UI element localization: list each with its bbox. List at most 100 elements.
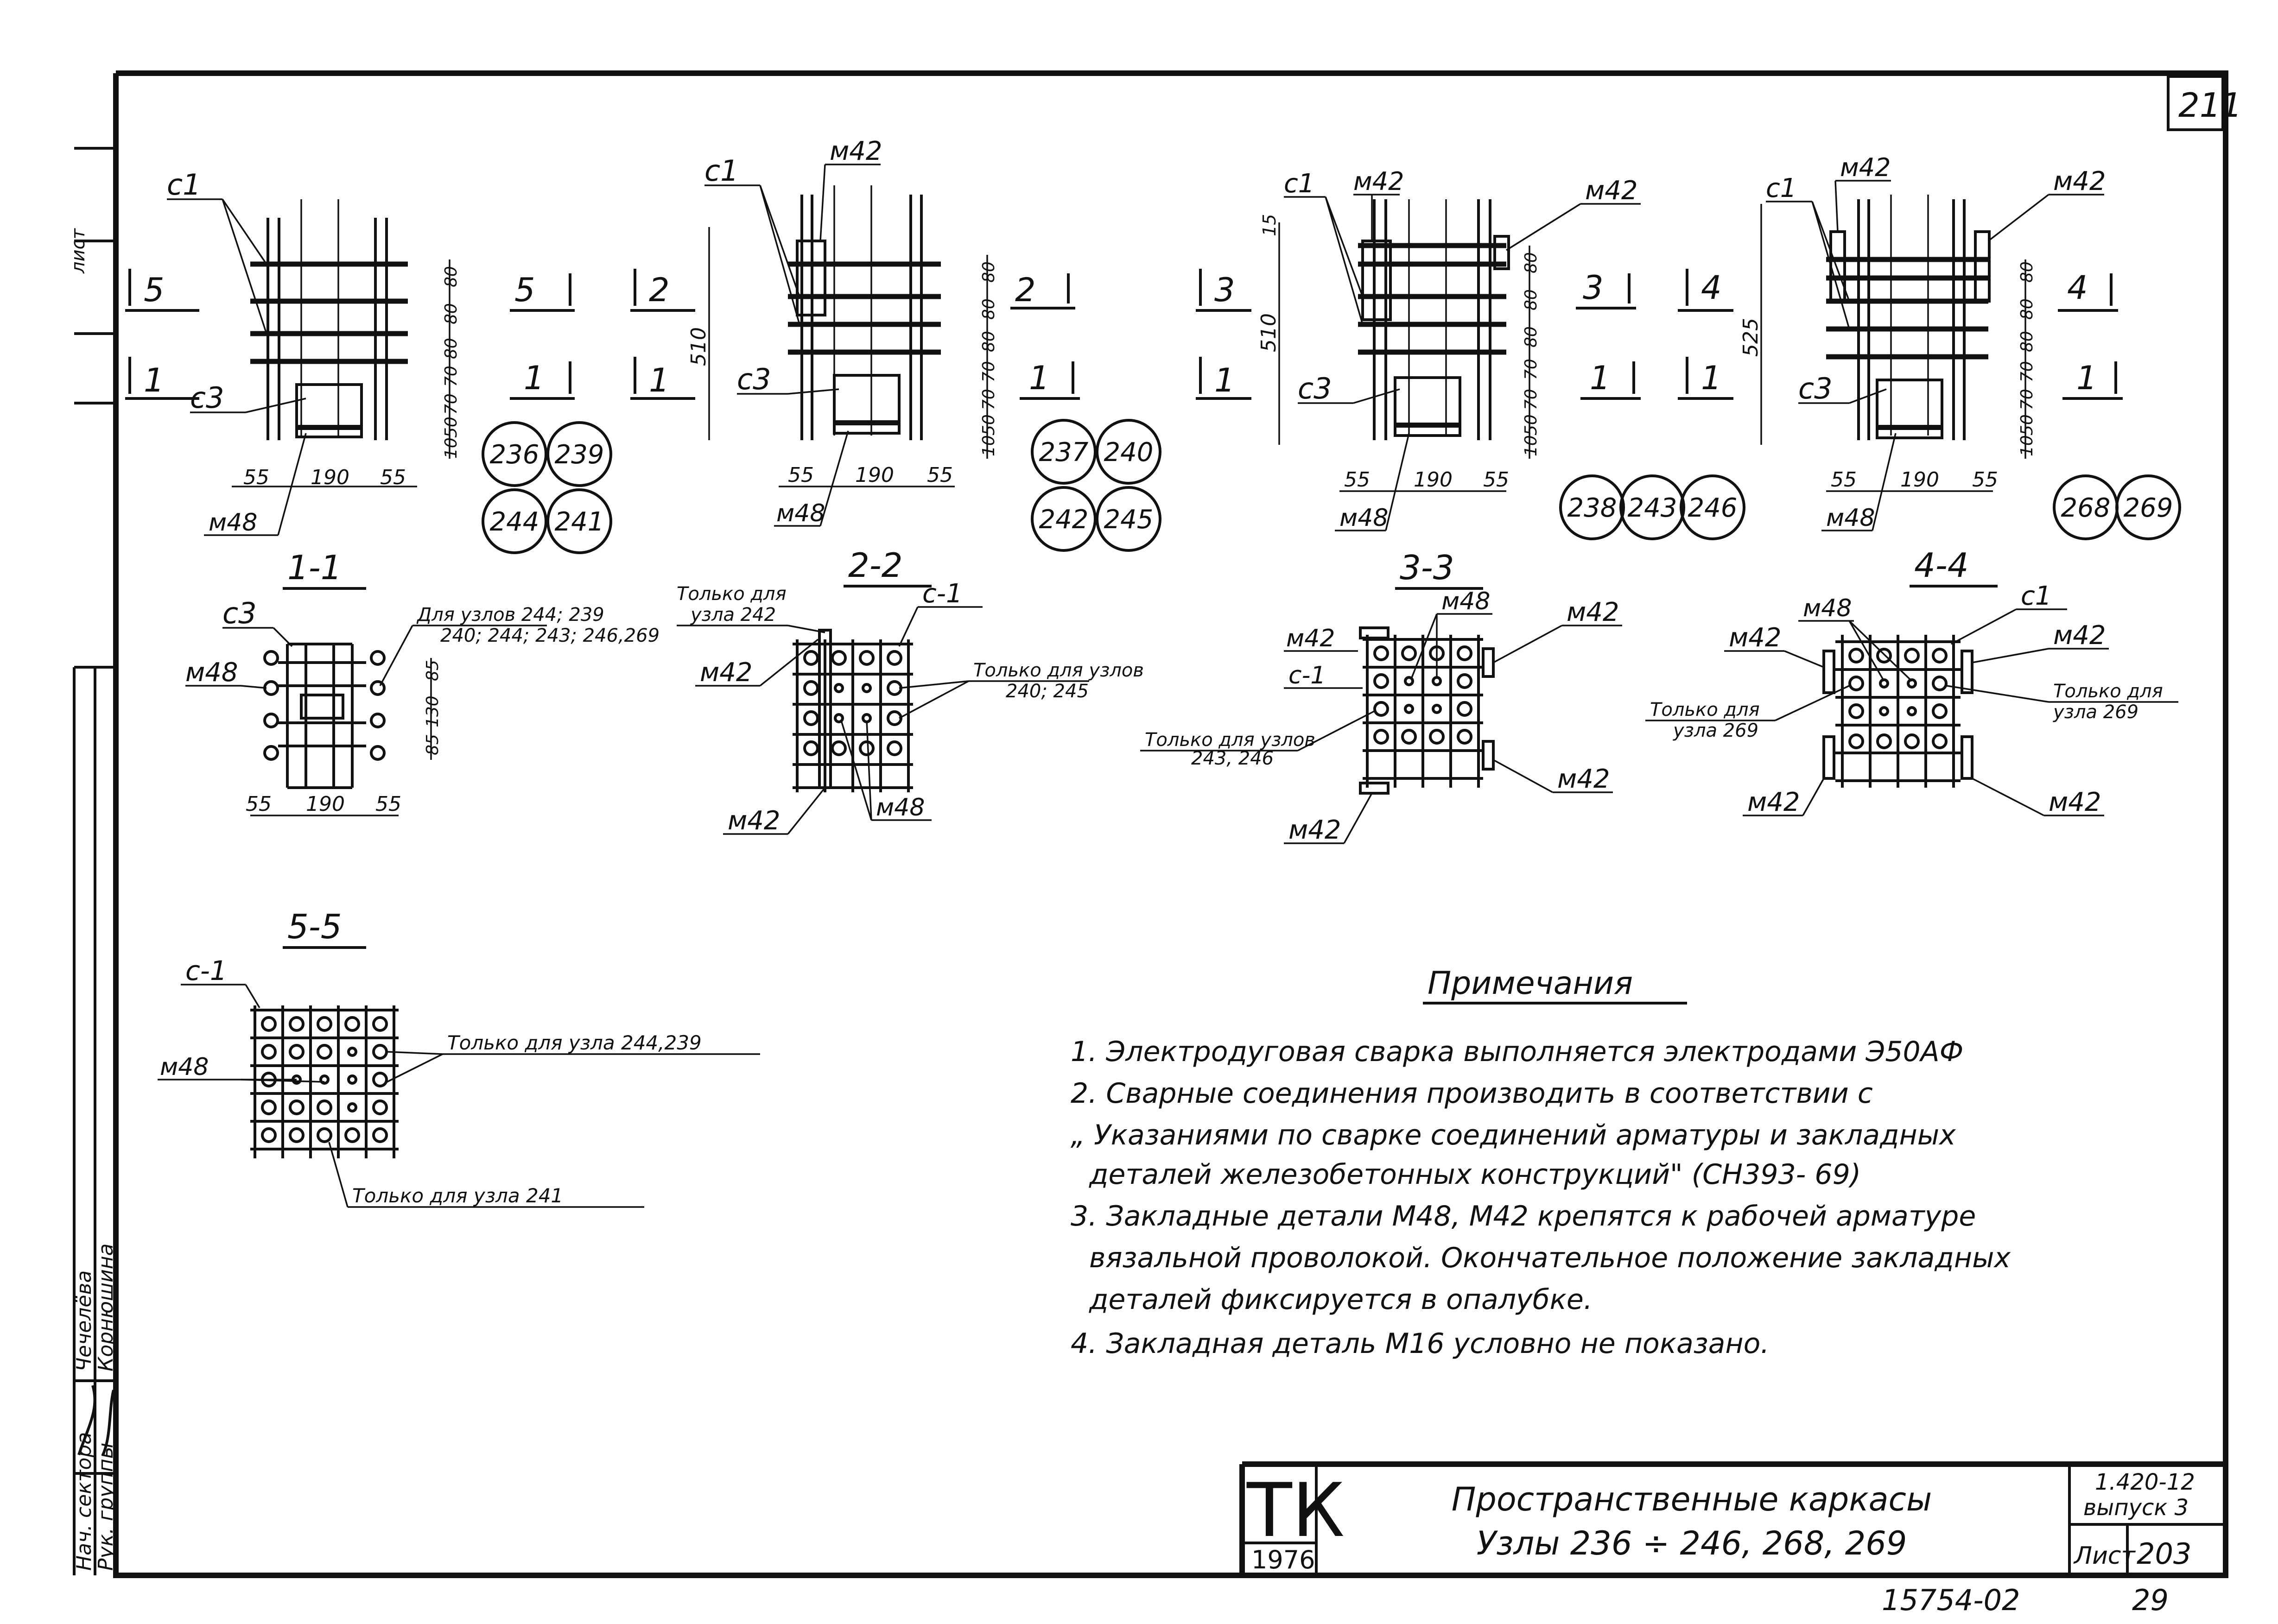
sec22-c1: с-1	[922, 579, 963, 609]
e2-callout-c1: с1	[704, 154, 739, 188]
elevation-3	[1278, 199, 1530, 459]
sec22-only242: Только для	[677, 583, 787, 605]
e1-node-circles	[482, 421, 612, 554]
sec44-m42c: м42	[1747, 787, 1800, 817]
node-236: 236	[490, 440, 539, 470]
section-title-2-2: 2-2	[848, 546, 903, 585]
note-line-5: 3. Закладные детали М48, М42 крепятся к …	[1071, 1200, 1976, 1232]
left-strip	[73, 147, 116, 1575]
e3-callout-c1: с1	[1284, 169, 1314, 199]
sec44-m42a: м42	[1729, 623, 1782, 653]
node-243: 243	[1628, 493, 1677, 523]
e2-dim-5: 70	[979, 389, 998, 410]
e4-section-num-4: 4	[1701, 269, 1722, 307]
e2-callout-m48: м48	[776, 499, 825, 527]
e2-section-num-1: 1	[649, 361, 670, 399]
e1-section-num-1r: 1	[524, 359, 545, 397]
e1-section-num-5: 5	[144, 271, 165, 309]
sec22-only240: Только для узлов	[973, 660, 1144, 681]
logo-year: 1976	[1251, 1545, 1315, 1574]
sheet-label: Лист	[2073, 1542, 2136, 1570]
e2-callout-m42: м42	[830, 136, 882, 166]
sec44-m42d: м42	[2049, 787, 2101, 817]
e4-dim-4: 70	[2018, 361, 2037, 382]
e3-dim-5: 70	[1522, 389, 1541, 410]
left-strip-label: лист	[68, 227, 89, 274]
sheet-frame	[113, 70, 2228, 1578]
issue-number: выпуск 3	[2083, 1495, 2189, 1521]
e4-section-num-4r: 4	[2067, 269, 2088, 307]
e3-dim-6: 50	[1522, 414, 1541, 436]
sheet-corner-number: 211	[2178, 86, 2242, 125]
sec33-m42b: м42	[1567, 597, 1619, 627]
e1-section-num-1: 1	[144, 361, 165, 399]
e4-callout-m48: м48	[1826, 504, 1875, 532]
e1-callout-m48: м48	[209, 509, 257, 537]
sec11-dim-h1: 55	[246, 792, 272, 816]
drawing-title-2: Узлы 236 ÷ 246, 268, 269	[1477, 1524, 1907, 1562]
sec11-note1: Для узлов 244; 239	[416, 604, 604, 626]
e2-dim-3: 80	[979, 331, 998, 352]
e4-dim-1: 80	[2018, 261, 2037, 283]
e3-dim-2: 80	[1522, 289, 1541, 310]
e2-section-num-2r: 2	[1015, 271, 1036, 309]
e3-dim-b2: 190	[1414, 468, 1453, 492]
sec11-dim-v1: 85	[423, 660, 442, 681]
e4-node-circles	[2053, 474, 2181, 540]
elevation-1	[250, 199, 408, 440]
section-title-3-3: 3-3	[1400, 548, 1454, 587]
sec22-m48: м48	[876, 794, 925, 821]
section-title-4-4: 4-4	[1914, 546, 1969, 585]
e3-section-num-1r: 1	[1590, 359, 1611, 397]
e3-section-num-3: 3	[1214, 271, 1235, 309]
sec11-dim-h3: 55	[375, 792, 401, 816]
e2-dim-4: 70	[979, 361, 998, 382]
logo-tk: ТК	[1246, 1467, 1345, 1554]
e1-dim-2: 80	[442, 303, 461, 324]
role-group-head: Рук. группы	[94, 1443, 118, 1571]
node-269: 269	[2124, 493, 2173, 523]
sec33-c1: с-1	[1288, 662, 1326, 689]
note-line-4: деталей железобетонных конструкций" (СН3…	[1089, 1158, 1861, 1191]
e3-callout-m42b: м42	[1585, 176, 1638, 206]
title-block	[1239, 1461, 2226, 1575]
e4-callout-c1: с1	[1766, 173, 1796, 203]
node-245: 245	[1104, 505, 1154, 535]
sec55-m48: м48	[160, 1053, 209, 1081]
section-5-5-grid	[250, 1005, 399, 1158]
e2-dim-b3: 55	[927, 463, 953, 487]
sec44-c1: с1	[2021, 581, 2051, 611]
sec44-onlyRb: узла 269	[2053, 701, 2138, 723]
sec33-only: Только для узлов	[1145, 729, 1315, 751]
sheet-number: 203	[2137, 1537, 2191, 1571]
e3-dim-7: 10	[1522, 435, 1541, 456]
note-line-8: 4. Закладная деталь М16 условно не показ…	[1071, 1327, 1769, 1360]
node-240: 240	[1104, 437, 1154, 468]
e4-dim-2: 80	[2018, 298, 2037, 320]
e4-callout-m42b: м42	[2053, 166, 2106, 196]
elevation-2	[708, 185, 988, 459]
sec44-m42b: м42	[2053, 620, 2106, 651]
e2-dim-2: 80	[979, 298, 998, 320]
e4-callout-m42a: м42	[1840, 153, 1891, 182]
role-sector-head: Нач. сектора	[72, 1432, 96, 1571]
drawing-title-1: Пространственные каркасы	[1452, 1480, 1932, 1518]
e4-callout-c3: с3	[1798, 372, 1833, 405]
sec33-m42a: м42	[1286, 625, 1335, 652]
e1-section-num-5r: 5	[514, 271, 535, 309]
e1-dim-b1: 55	[243, 466, 269, 489]
sec22-only240b: 240; 245	[1006, 681, 1089, 702]
e3-height: 510	[1257, 313, 1281, 352]
e2-height: 510	[687, 327, 711, 366]
note-line-6: вязальной проволокой. Окончательное поло…	[1089, 1242, 2011, 1274]
signatures	[77, 1385, 115, 1456]
e3-dim-4: 70	[1522, 359, 1541, 380]
node-246: 246	[1688, 493, 1738, 523]
e2-dim-b2: 190	[855, 463, 894, 487]
sec44-onlyLb: узла 269	[1673, 720, 1758, 741]
e4-dim-5: 70	[2018, 389, 2037, 410]
e4-dim-6: 50	[2018, 414, 2037, 436]
node-244: 244	[490, 507, 539, 537]
sec11-c3: с3	[222, 596, 257, 630]
e3-dim-3: 80	[1522, 326, 1541, 348]
